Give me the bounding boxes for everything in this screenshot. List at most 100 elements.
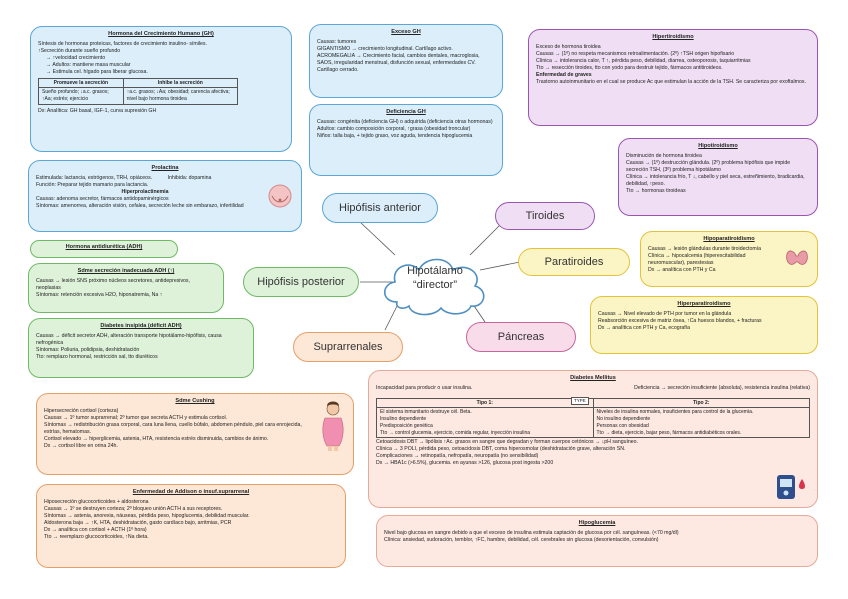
gh-table-cell: ↑a.c. grasos; ↓Aa; obesidad; carencia af… xyxy=(122,87,239,105)
hipoparatiroidismo-line: Dx → analítica con PTH y Ca xyxy=(648,266,716,273)
cushing-body: Hipersecreción cortisol (corteza) Causas… xyxy=(44,408,346,450)
hipotiroidismo-line: Disminución de hormona tiroidea xyxy=(626,152,702,159)
hipotiroidismo-line: Tto → hormonas tiroideas xyxy=(626,187,686,194)
prolactina-line: Función: Preparar tejido mamario para la… xyxy=(36,181,149,188)
glucometer-icon xyxy=(777,475,805,499)
gh-table-header: Promueve la secreción xyxy=(38,77,124,89)
gh-dx: Dx: Analítica: GH basal, IGF-1, curva su… xyxy=(38,107,157,114)
hypothalamus-title: Hipotálamo xyxy=(407,265,463,277)
prolactina-line: Causas: adenoma secretor, fármacos antid… xyxy=(36,195,169,202)
pill-paratiroides: Paratiroides xyxy=(518,248,630,276)
gh-line: → Estimula cel. hígado para liberar gluc… xyxy=(46,68,148,75)
diabetes-line: Complicaciones → retinopatía, nefropatía… xyxy=(376,453,539,460)
hipoparatiroidismo-line: Clínica → hipocalcemia (hiperexcitabilid… xyxy=(648,252,746,266)
hipertiroidismo-line: Tto → resección tiroides, tto con yodo p… xyxy=(536,64,723,71)
diabetes-table: Tipo 1: Tipo 2: El sistema inmunitario d… xyxy=(376,397,810,439)
diabetes-insipida-line: Causas → déficit secretor ADH, alteració… xyxy=(36,332,222,346)
adh-title-box: Hormona antidiurética (ADH) xyxy=(30,240,178,258)
person-icon xyxy=(322,401,344,451)
pill-hipofisis-anterior: Hipófisis anterior xyxy=(322,193,438,223)
hipoglucemia-box: Hipoglucemia Nivel bajo glucosa en sangr… xyxy=(376,515,818,567)
hipoglucemia-title: Hipoglucemia xyxy=(578,520,616,526)
addison-line: Causas → 1º se destruyen corteza; 2º blo… xyxy=(44,505,223,512)
exceso-gh-box: Exceso GH Causas: tumores GIGANTISMO → c… xyxy=(309,24,503,98)
tipo1-line: El sistema inmunitario destruye cél. Bet… xyxy=(380,409,472,416)
graves-text: Trastorno autoinmunitario en el cual se … xyxy=(536,78,806,85)
gh-line: ↑Secreción durante sueño profundo xyxy=(38,47,121,54)
thyroid-icon xyxy=(786,250,808,265)
addison-line: Hiposecreción glucocorticoides + aldoste… xyxy=(44,498,149,505)
prolactina-line: Síntomas: amenorrea, alteración visión, … xyxy=(36,202,244,209)
addison-title: Enfermedad de Addison o insuf.suprarrena… xyxy=(132,489,250,495)
prolactina-line: Estimulada: lactancia, estrógenos, TRH, … xyxy=(36,175,294,182)
tipo1-line: Predisposición genética xyxy=(380,422,433,429)
hypothalamus-label: Hipotálamo “director” xyxy=(385,264,485,293)
tipo1-line: Insulino dependiente xyxy=(380,416,427,423)
diabetes-line: Dx → HBA1c (>6.5%), glucemia. en ayunas … xyxy=(376,460,554,467)
diabetes-insipida-box: Diabetes insípida (déficit ADH) Causas →… xyxy=(28,318,254,378)
hypothalamus-cloud xyxy=(383,258,485,316)
siadh-line: Síntomas: retención excesiva H2O, hipona… xyxy=(36,291,163,298)
diabetes-insipida-title: Diabetes insípida (déficit ADH) xyxy=(100,323,182,329)
prolactina-title: Prolactina xyxy=(151,165,179,171)
exceso-gh-title: Exceso GH xyxy=(391,29,421,35)
hiperparatiroidismo-line: Reabsorción excesiva de matriz ósea, ↑Ca… xyxy=(598,317,762,324)
tipo2-line: Tto → dieta, ejercicio, bajar peso, fárm… xyxy=(596,429,742,436)
diabetes-line: Clínica → 3 POLI, pérdida peso, cetoacid… xyxy=(376,446,626,453)
type-badge: TYPE xyxy=(571,396,589,405)
diabetes-intro-right: Deficiencia → secreción insuficiente (ab… xyxy=(634,384,810,391)
tipo2-cell: Niveles de insulina normales, insuficien… xyxy=(592,407,810,439)
hypothalamus-subtitle: “director” xyxy=(412,279,457,292)
gh-table: Promueve la secreción Inhibe la secreció… xyxy=(38,77,239,105)
hipertiroidismo-line: Exceso de hormona tiroidea xyxy=(536,43,601,50)
diabetes-insipida-line: Síntomas: Poliuria, polidipsia, deshidra… xyxy=(36,346,140,353)
cushing-box: Sdme Cushing Hipersecreción cortisol (co… xyxy=(36,393,354,475)
prolactina-inhibited: Inhibida: dopamina xyxy=(167,174,212,181)
hipotiroidismo-title: Hipotiroidismo xyxy=(698,143,738,149)
exceso-gh-line: GIGANTISMO → crecimiento longitudinal. C… xyxy=(317,45,453,52)
diabetes-intro-left: Incapacidad para producir o usar insulin… xyxy=(376,384,473,391)
prolactina-stimulated: Estimulada: lactancia, estrógenos, TRH, … xyxy=(36,174,153,181)
diabetes-box: Diabetes Mellitus Incapacidad para produ… xyxy=(368,370,818,508)
tipo1-line: Tto → control glucemia, ejercicio, comid… xyxy=(380,429,531,436)
hipertiroidismo-line: Clínica → intolerancia calor, T ↑, pérdi… xyxy=(536,57,751,64)
graves-title: Enfermedad de graves xyxy=(536,71,592,78)
siadh-title: Sdme secreción inadecuada ADH (↑) xyxy=(77,268,175,274)
gh-line: → Adultos: mantiene masa muscular xyxy=(46,61,131,68)
adh-title: Hormona antidiurética (ADH) xyxy=(65,244,143,250)
addison-line: Tto → reemplazo glucocorticoides, ↑Na di… xyxy=(44,533,149,540)
deficiencia-gh-title: Deficiencia GH xyxy=(386,109,426,115)
diabetes-line: Cetoacidosis DBT → lipólisis ↑Ac. grasos… xyxy=(376,439,639,446)
cushing-line: Cortisol elevado → hiperglicemia, asteni… xyxy=(44,435,269,442)
gh-table-cell: Sueño profundo; ↓a.c. grasos; ↑Aa; estré… xyxy=(38,87,124,105)
hiperprolactinemia-title: Hiperprolactinemia xyxy=(121,188,169,195)
diabetes-table-header: Tipo 1: xyxy=(376,397,594,409)
tipo2-line: Niveles de insulina normales, insuficien… xyxy=(596,409,754,416)
hiperparatiroidismo-title: Hiperparatiroidismo xyxy=(677,301,731,307)
hipoparatiroidismo-body: Causas → lesión glándulas durante tiroid… xyxy=(648,246,810,274)
hipertiroidismo-box: Hipertiroidismo Exceso de hormona tiroid… xyxy=(528,29,818,126)
hipoglucemia-line: Clínica: ansiedad, sudoración, temblor, … xyxy=(384,536,659,543)
cushing-line: Síntomas → redistribución grasa corporal… xyxy=(44,421,302,435)
tipo2-line: No insulino dependiente xyxy=(596,416,651,423)
hipertiroidismo-title: Hipertiroidismo xyxy=(652,34,694,40)
cushing-title: Sdme Cushing xyxy=(175,398,215,404)
tipo2-line: Personas con obesidad xyxy=(596,422,649,429)
diabetes-table-header: Tipo 2: xyxy=(592,397,810,409)
hiperparatiroidismo-line: Dx → analítica con PTH y Ca, ecografía xyxy=(598,324,690,331)
cushing-line: Dx → cortisol libre en orina 24h. xyxy=(44,442,118,449)
siadh-line: Causas → lesión SNS próximo núcleos secr… xyxy=(36,277,190,291)
hipertiroidismo-line: Causas → (1º) no respeta mecanismos retr… xyxy=(536,50,735,57)
hipoparatiroidismo-line: Causas → lesión glándulas durante tiroid… xyxy=(648,245,762,252)
diabetes-insipida-line: Tto: remplazo hormonal, restricción sal,… xyxy=(36,353,158,360)
gh-line: → ↑velocidad crecimiento xyxy=(46,54,106,61)
exceso-gh-line: Causas: tumores xyxy=(317,38,357,45)
gh-table-header: Inhibe la secreción xyxy=(122,77,239,89)
hiperparatiroidismo-line: Causas → Nivel elevado de PTH por tumor … xyxy=(598,310,732,317)
gh-line: Síntesis de hormonas proteicas, factores… xyxy=(38,40,207,47)
breast-icon xyxy=(268,184,292,208)
gh-title: Hormona del Crecimiento Humano (GH) xyxy=(108,31,214,37)
diabetes-title: Diabetes Mellitus xyxy=(570,375,616,381)
cushing-line: Hipersecreción cortisol (corteza) xyxy=(44,407,119,414)
diabetes-intro: Incapacidad para producir o usar insulin… xyxy=(376,385,810,392)
